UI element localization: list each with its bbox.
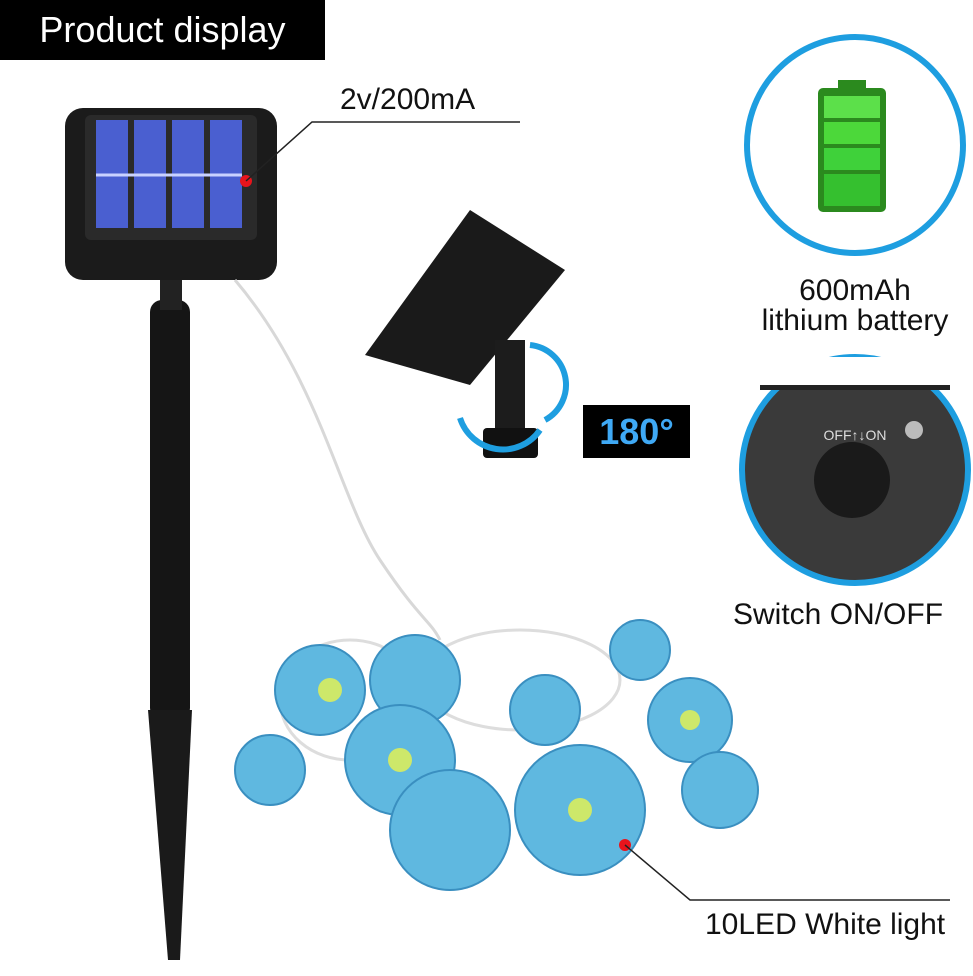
flower-lights bbox=[234, 619, 759, 891]
led-label: 10LED White light bbox=[705, 908, 946, 941]
panel-spec-label: 2v/200mA bbox=[340, 83, 476, 116]
section-title: Product display bbox=[0, 0, 325, 60]
battery-circle bbox=[744, 34, 966, 256]
battery-label: 600mAh lithium battery bbox=[740, 276, 970, 336]
switch-caption: Switch ON/OFF bbox=[733, 598, 944, 631]
garden-stake bbox=[148, 275, 192, 960]
switch-circle: OFF↑↓ON bbox=[739, 354, 971, 586]
switch-button bbox=[814, 442, 890, 518]
panel-side-view bbox=[365, 210, 569, 458]
solar-panel bbox=[65, 108, 277, 280]
battery-capacity: 600mAh bbox=[799, 274, 911, 307]
rotation-badge: 180° bbox=[583, 405, 690, 458]
battery-type: lithium battery bbox=[761, 304, 949, 337]
switch-marking: OFF↑↓ON bbox=[824, 427, 887, 443]
